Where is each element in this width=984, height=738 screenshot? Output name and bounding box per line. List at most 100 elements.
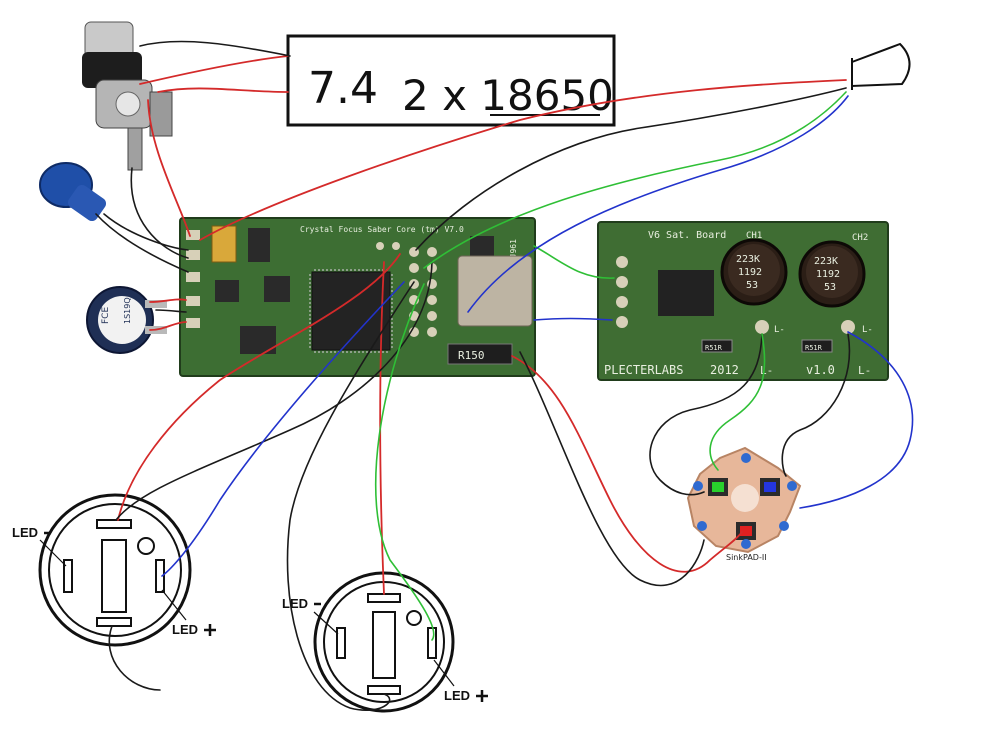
- battery-voltage: 7.4: [308, 63, 378, 114]
- main-board-resistor: [447, 343, 513, 365]
- switch-left-plus-leader: [161, 589, 187, 621]
- svg-text:53: 53: [746, 280, 758, 291]
- wire-black-switchright: [286, 281, 415, 711]
- wire-red-jack-battery: [139, 55, 289, 85]
- sat-board-res-left: [701, 339, 733, 353]
- wire-black-led-star: [519, 351, 705, 587]
- svg-text:223K: 223K: [736, 254, 760, 265]
- wire-blue-main-sat: [533, 317, 613, 321]
- switch-right-top-lug: [367, 593, 401, 603]
- switch-left-top-lug: [96, 519, 132, 529]
- switch-right-led-minus-lug: [336, 627, 346, 659]
- switch-left-led-minus-label: LED: [12, 525, 38, 540]
- blade-led: [851, 42, 911, 90]
- led-star-center: [731, 484, 759, 512]
- wire-blue-led-star: [799, 331, 914, 509]
- sat-board-l-minus-1: L-: [774, 325, 785, 335]
- sat-board-inductor-1: 223K 1192 53: [720, 238, 788, 306]
- wire-black-blueled-2: [103, 213, 189, 251]
- switch-right-plus-leader: [433, 659, 455, 687]
- switch-left-center-pin: [101, 539, 127, 613]
- power-jack: [82, 21, 173, 171]
- wire-red-jack-board: [147, 99, 191, 237]
- sat-board-pads: [616, 256, 628, 328]
- sat-board-l-minus-bottom-1: L-: [760, 364, 773, 377]
- sat-board-l-minus-bottom-2: L-: [858, 364, 871, 377]
- led-die-blue: [764, 482, 776, 492]
- wires-green: [374, 91, 847, 641]
- main-board-resistor-label: R150: [458, 349, 485, 362]
- wire-red-battery-jack: [157, 87, 289, 93]
- wires-blue: [161, 95, 914, 577]
- blue-led-base: [67, 184, 107, 222]
- sat-board-res-right: [801, 339, 833, 353]
- wire-black-sat-l2: [781, 333, 851, 477]
- sat-board-brand: PLECTERLABS: [604, 363, 683, 377]
- switch-right-minus-leader: [313, 611, 339, 635]
- main-board-mcu-pins: [309, 269, 393, 353]
- sat-board-title: V6 Sat. Board: [648, 230, 726, 241]
- wire-green-switchright: [374, 283, 435, 641]
- led-star: SinkPAD-II: [686, 446, 802, 562]
- wire-black-speaker: [155, 309, 187, 313]
- wire-black-switchleft-bottom: [108, 625, 161, 691]
- sat-board-version: v1.0: [806, 363, 835, 377]
- switch-left: LED LED: [12, 493, 216, 647]
- switch-right: LED LED: [282, 571, 488, 713]
- sat-board-ch1: CH1: [746, 231, 762, 241]
- switch-right-mark: [406, 610, 422, 626]
- main-board: Crystal Focus Saber Core (tm) V7.0 50J96…: [179, 217, 536, 377]
- main-board-id: 50J961: [509, 239, 518, 268]
- sat-board-year: 2012: [710, 363, 739, 377]
- led-star-holes: [693, 453, 797, 549]
- wire-green-bladeled: [423, 91, 847, 269]
- switch-right-plus-sign: [476, 690, 488, 702]
- wire-red-switchright: [379, 261, 385, 595]
- wire-black-jack-board: [130, 167, 189, 259]
- wire-red-speaker-2: [149, 321, 187, 331]
- switch-left-bottom-lug: [96, 617, 132, 627]
- sat-board-l-minus-2: L-: [862, 325, 873, 335]
- wires-red: [117, 55, 847, 595]
- svg-text:53: 53: [824, 282, 836, 293]
- switch-left-inner-ring: [48, 503, 182, 637]
- wires-black: [95, 40, 851, 711]
- switch-right-inner-ring: [323, 581, 445, 703]
- led-star-label: SinkPAD-II: [726, 553, 767, 562]
- switch-left-plus-sign: [204, 624, 216, 636]
- speaker-label: [98, 296, 146, 344]
- main-board-title: Crystal Focus Saber Core (tm) V7.0: [300, 225, 464, 234]
- switch-right-led-plus-lug: [427, 627, 437, 659]
- power-jack-tab: [149, 91, 173, 137]
- wires: [95, 40, 914, 711]
- main-board-chip-a: [215, 280, 239, 302]
- wire-red-speaker: [149, 298, 187, 303]
- wire-blue-switchleft: [161, 281, 405, 577]
- led-die-green: [712, 482, 724, 492]
- sat-board-pad-l2: [841, 320, 855, 334]
- svg-text:R51R: R51R: [805, 344, 823, 352]
- speaker-code-1: FCE: [101, 307, 111, 324]
- blue-power-led: [39, 162, 107, 222]
- switch-right-bottom-lug: [367, 685, 401, 695]
- battery-note: 7.4 2 x 18650: [286, 34, 616, 127]
- svg-text:1192: 1192: [738, 267, 762, 278]
- speaker-code-2: 1S19Q: [123, 297, 132, 324]
- sat-board-pad-l1: [755, 320, 769, 334]
- wire-blue-bladeled: [467, 95, 849, 313]
- wire-black-sat-l1: [649, 333, 763, 496]
- wire-red-switchleft: [117, 253, 401, 521]
- switch-left-led-minus-lug: [63, 559, 73, 593]
- wire-green-main-sat: [533, 245, 615, 279]
- power-jack-nut: [82, 52, 142, 88]
- wire-black-switchleft: [115, 261, 433, 521]
- switch-right-center-pin: [372, 611, 396, 679]
- led-die-red: [740, 526, 752, 536]
- main-board-chip-b: [264, 276, 290, 302]
- main-board-left-pads: [186, 230, 200, 328]
- svg-text:223K: 223K: [814, 256, 838, 267]
- power-jack-pin: [127, 127, 143, 171]
- wire-red-board-bladeled: [199, 79, 847, 241]
- switch-left-minus-leader: [39, 539, 67, 567]
